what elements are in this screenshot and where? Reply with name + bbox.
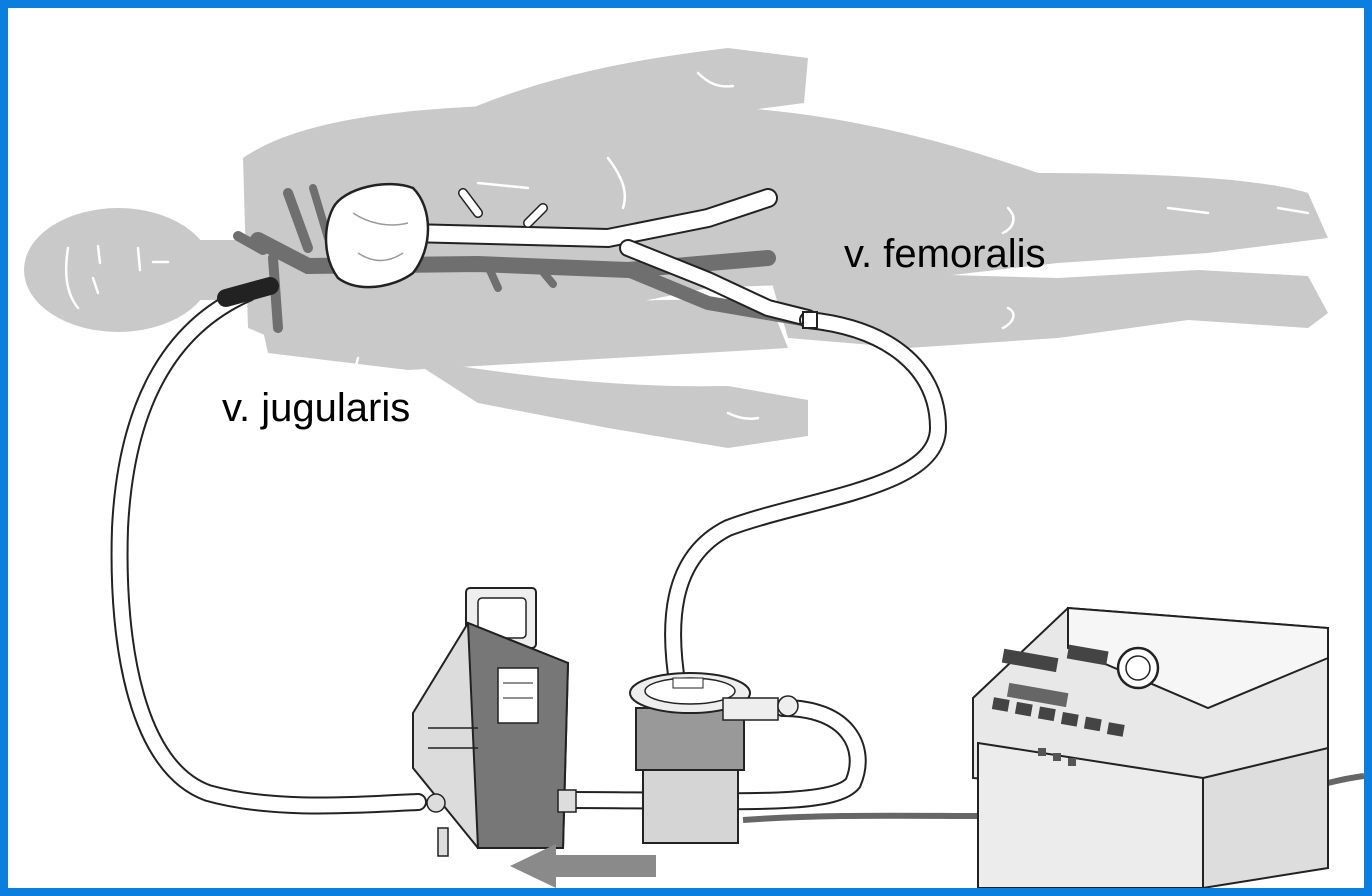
femoral-tubing xyxy=(673,312,938,688)
oxygenator-icon xyxy=(413,588,576,856)
arrow-left-icon xyxy=(510,844,656,888)
console-cable-right xyxy=(1328,776,1364,783)
slide: v. femoralis v. jugularis xyxy=(8,8,1364,888)
body-silhouette xyxy=(24,48,1328,448)
label-vena-jugularis: v. jugularis xyxy=(222,388,410,428)
console-icon xyxy=(973,608,1328,888)
ecmo-diagram xyxy=(8,8,1364,888)
console-cable xyxy=(743,816,988,820)
heart-icon xyxy=(326,184,428,287)
label-vena-femoralis: v. femoralis xyxy=(844,234,1046,274)
